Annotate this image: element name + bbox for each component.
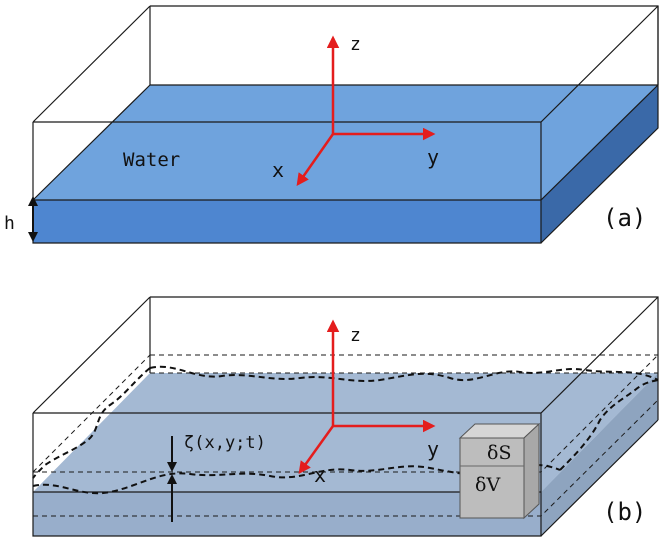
water-front-face-b [33,492,541,536]
x-label-a: x [272,158,284,182]
water-side-face-a [541,85,658,243]
mean-level-dashed-b [32,354,659,517]
y-label-a: y [427,145,439,169]
water-label: Water [123,149,180,171]
z-label-b: z [350,325,361,346]
z-label-a: z [350,34,361,55]
panel-b: ζ(x,y;t) z y x δS δV (b) [32,296,659,537]
control-volume-cube [458,422,541,520]
tank-outline-a [32,5,659,244]
elevation-label: ζ(x,y;t) [184,433,266,453]
free-surface-wave-right [559,379,659,471]
volume-element-label: δV [475,474,500,496]
x-axis-a [296,133,335,187]
surface-element-label: δS [487,442,511,464]
x-axis-b [298,425,335,475]
depth-label-h: h [4,213,15,234]
free-surface-wave-back [149,365,659,382]
water-top-face-a [33,85,658,200]
water-front-face-a [33,200,541,243]
cube-front [459,437,525,519]
panel-a: h z y x Water (a) [4,5,659,244]
tank-outline-b [32,296,659,537]
y-label-b: y [427,437,439,461]
panel-label-a: (a) [603,204,646,232]
water-side-face-b [541,373,658,536]
cube-side [523,422,540,520]
x-label-b: x [314,463,326,487]
panel-label-b: (b) [603,498,646,526]
tank-back-outline-a [149,5,659,85]
free-surface-wave-left [32,367,151,479]
